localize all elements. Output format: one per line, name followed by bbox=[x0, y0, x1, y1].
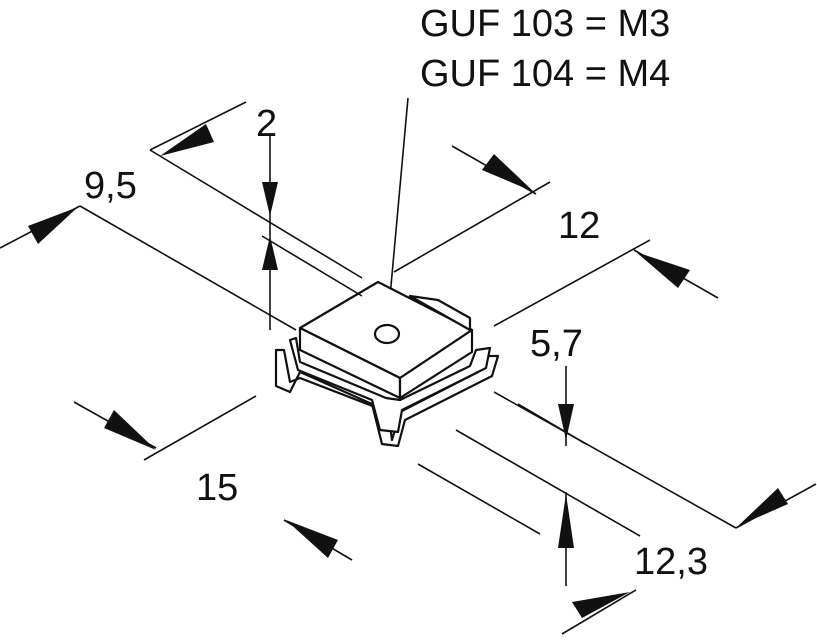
model-label-guf103: GUF 103 = M3 bbox=[420, 3, 670, 45]
dim-12-3-line-bottom bbox=[561, 589, 637, 635]
dim-9-5-arrow-lower bbox=[28, 207, 78, 244]
dim-12-label: 12 bbox=[558, 205, 600, 247]
dim-5-7-label: 5,7 bbox=[530, 323, 583, 365]
dim-15-arrow-upper bbox=[104, 410, 156, 450]
dim-2-arrow-top bbox=[262, 182, 278, 216]
dim-12-3-arrow-right bbox=[738, 488, 788, 526]
ext-line-15-right bbox=[417, 463, 541, 535]
cage-nut-part bbox=[274, 280, 500, 448]
dim-15: 15 bbox=[73, 395, 541, 561]
ext-line-12-3-b bbox=[493, 391, 737, 529]
dim-2: 2 bbox=[256, 103, 278, 330]
thread-hole bbox=[373, 323, 401, 345]
dim-2-arrow-bottom bbox=[262, 236, 278, 270]
dim-12-3-arrow-vert bbox=[558, 494, 574, 548]
nut-side-face bbox=[398, 328, 474, 400]
dim-15-arrow-lower bbox=[286, 520, 338, 558]
dim-12-arrow-upper bbox=[482, 154, 534, 192]
dim-2-label: 2 bbox=[256, 103, 277, 145]
dim-9-5-arrow-upper bbox=[160, 124, 214, 156]
ext-line-top-b bbox=[261, 235, 363, 297]
dim-9-5-line-upper bbox=[149, 101, 247, 151]
dim-5-7: 5,7 bbox=[517, 323, 587, 446]
ext-line-left bbox=[79, 205, 297, 331]
clip-inner-wall bbox=[288, 336, 492, 434]
dim-12-arrow-lower bbox=[636, 252, 690, 288]
ext-line-12-a bbox=[393, 181, 551, 273]
nut-tab bbox=[408, 294, 472, 332]
ext-line-top-a bbox=[149, 149, 363, 279]
dim-12-3: 12,3 bbox=[455, 391, 817, 635]
dim-12: 12 bbox=[393, 145, 719, 327]
dim-9-5-label: 9,5 bbox=[84, 165, 137, 207]
model-label-guf104: GUF 104 = M4 bbox=[420, 53, 670, 95]
dim-15-label: 15 bbox=[196, 467, 238, 509]
ext-line-15 bbox=[143, 395, 257, 461]
dim-12-3-label: 12,3 bbox=[634, 541, 708, 583]
ext-line-12-b bbox=[493, 239, 651, 327]
dim-9-5: 9,5 bbox=[0, 101, 247, 249]
ext-line-12-3-a bbox=[455, 429, 641, 537]
dim-12-3-arrow-bottom bbox=[572, 592, 630, 618]
dim-5-7-arrow bbox=[558, 404, 574, 440]
